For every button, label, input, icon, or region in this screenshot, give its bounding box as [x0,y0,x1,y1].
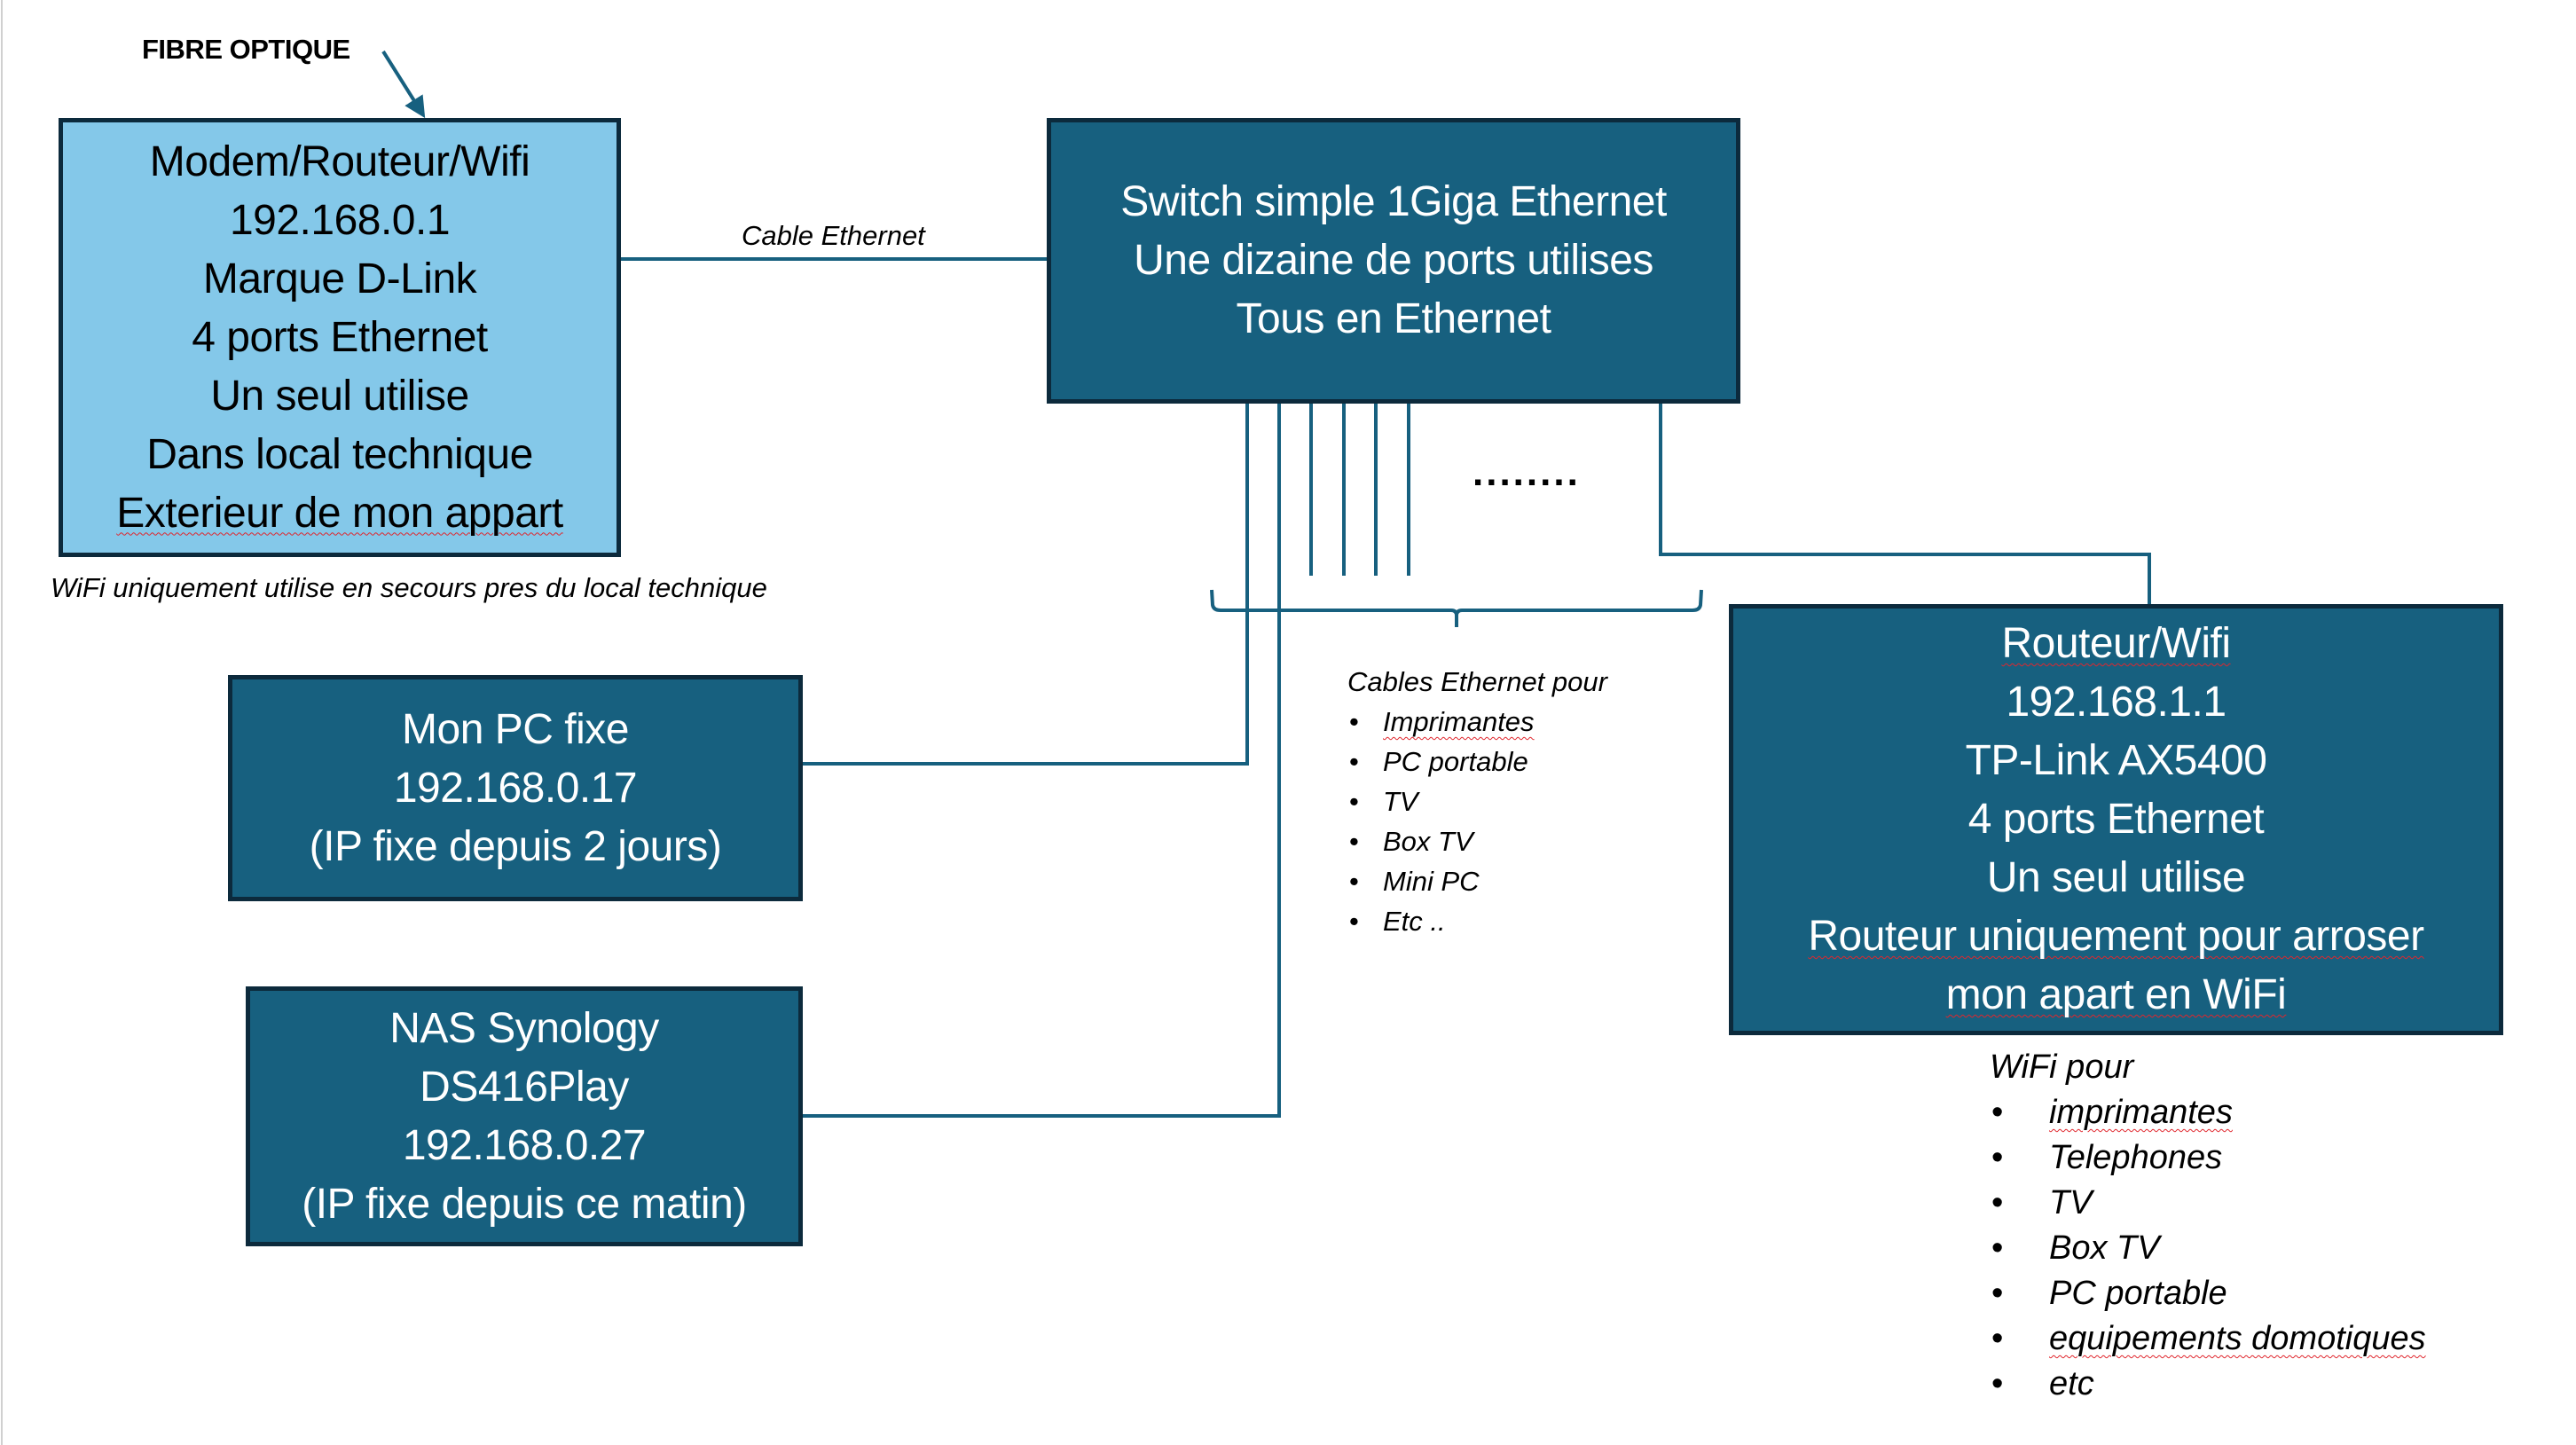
modem-line-ports: 4 ports Ethernet [192,313,488,361]
wire-switch-nas [801,401,1281,1118]
switch-line-title: Switch simple 1Giga Ethernet [1120,178,1667,225]
wire-switch-router [1659,401,2151,607]
nas-line-model: DS416Play [420,1063,629,1111]
pc-line-ip: 192.168.0.17 [393,764,638,812]
router-line-title: Routeur/Wifi [2001,620,2231,667]
nas-box: NAS Synology DS416Play 192.168.0.27 (IP … [246,986,803,1246]
bullet-icon: • [1991,1094,2004,1131]
nas-line-ip: 192.168.0.27 [402,1121,647,1169]
bullet-icon: • [1991,1275,2004,1312]
list-item: •etc [1990,1362,2426,1407]
list-item: •TV [1347,781,1607,821]
page-edge-divider [1,0,3,1445]
list-item: •imprimantes [1990,1090,2426,1135]
fibre-arrow [381,50,426,119]
bullet-icon: • [1349,786,1359,817]
router-line-purpose: Routeur uniquement pour arroser [1808,913,2424,960]
ethernet-devices-list: Cables Ethernet pour •Imprimantes •PC po… [1347,662,1607,941]
bullet-icon: • [1991,1184,2004,1221]
list-item: •Mini PC [1347,861,1607,901]
bullet-icon: • [1991,1365,2004,1402]
bullet-icon: • [1349,866,1359,897]
list-item: •TV [1990,1181,2426,1226]
modem-line-usage: Un seul utilise [210,372,469,420]
router-line-ip: 192.168.1.1 [2006,679,2227,726]
modem-router-box: Modem/Routeur/Wifi 192.168.0.1 Marque D-… [59,118,621,557]
modem-line-outside: Exterieur de mon appart [116,489,563,537]
modem-line-brand: Marque D-Link [202,255,477,302]
bullet-icon: • [1991,1229,2004,1267]
bullet-icon: • [1991,1139,2004,1176]
nas-line-title: NAS Synology [389,1004,659,1052]
list-item: •Telephones [1990,1135,2426,1181]
modem-line-ip: 192.168.0.1 [229,196,451,244]
pc-box: Mon PC fixe 192.168.0.17 (IP fixe depuis… [228,675,803,901]
bullet-icon: • [1349,906,1359,937]
cable-ethernet-label: Cable Ethernet [742,220,925,251]
bullet-icon: • [1991,1320,2004,1357]
ethernet-list-title: Cables Ethernet pour [1347,666,1607,697]
fibre-optique-label: FIBRE OPTIQUE [142,34,350,65]
bullet-icon: • [1349,706,1359,737]
switch-box: Switch simple 1Giga Ethernet Une dizaine… [1047,118,1740,404]
wifi-list-title: WiFi pour [1990,1048,2134,1086]
switch-line-type: Tous en Ethernet [1236,295,1551,342]
list-item: •PC portable [1990,1271,2426,1316]
wifi-devices-list: WiFi pour •imprimantes •Telephones •TV •… [1990,1045,2426,1407]
list-item: •Imprimantes [1347,702,1607,742]
switch-line-ports: Une dizaine de ports utilises [1134,237,1653,284]
modem-line-location: Dans local technique [146,430,533,478]
router-line-model: TP-Link AX5400 [1965,737,2267,784]
router-line-ports: 4 ports Ethernet [1967,796,2265,843]
bullet-icon: • [1349,746,1359,777]
pc-line-title: Mon PC fixe [402,705,629,753]
pc-line-note: (IP fixe depuis 2 jours) [309,822,722,870]
modem-line-title: Modem/Routeur/Wifi [149,137,530,185]
nas-line-note: (IP fixe depuis ce matin) [302,1180,747,1228]
modem-wifi-note: WiFi uniquement utilise en secours pres … [51,572,767,603]
router-line-purpose-2: mon apart en WiFi [1945,971,2287,1018]
router-line-usage: Un seul utilise [1986,854,2246,901]
router-wifi-box: Routeur/Wifi 192.168.1.1 TP-Link AX5400 … [1729,604,2503,1035]
more-ports-ellipsis: ........ [1473,451,1581,494]
list-item: •Etc .. [1347,901,1607,941]
list-item: •Box TV [1990,1226,2426,1271]
cables-brace [1210,589,1703,627]
list-item: •Box TV [1347,821,1607,861]
bullet-icon: • [1349,826,1359,857]
wire-switch-pc [801,401,1249,766]
list-item: •PC portable [1347,742,1607,781]
list-item: •equipements domotiques [1990,1316,2426,1362]
